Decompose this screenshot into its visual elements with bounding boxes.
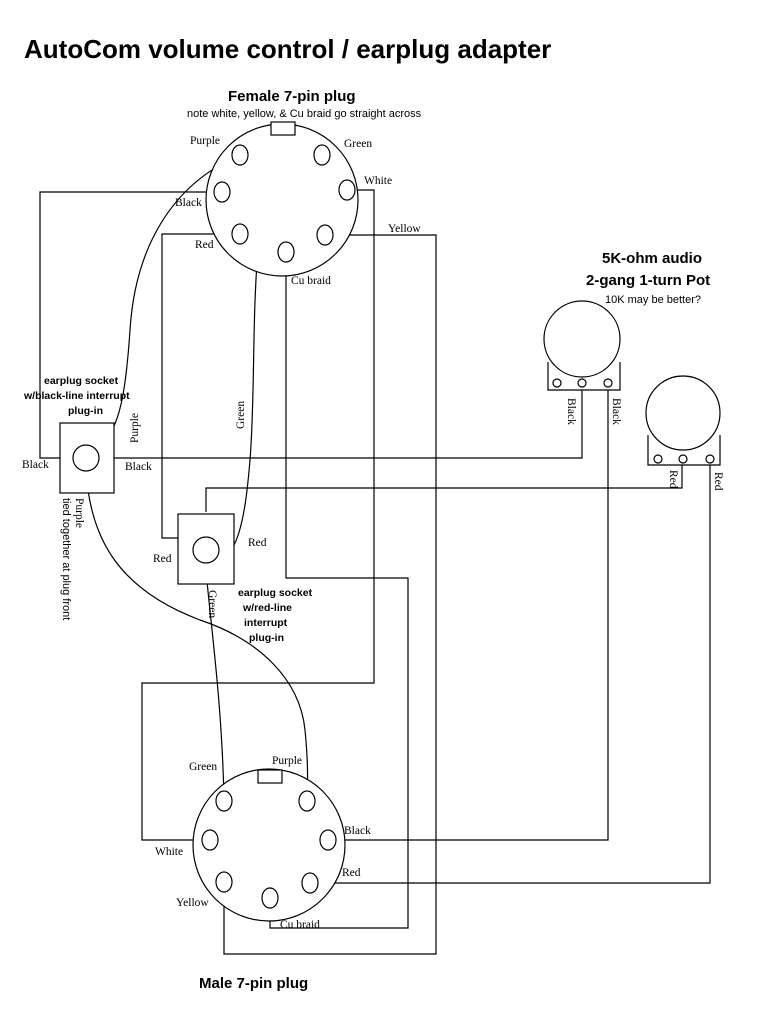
earplug-socket-red: Red Red Green Green earplug socket w/red… (153, 401, 313, 644)
diagram-title: AutoCom volume control / earplug adapter (24, 34, 551, 64)
socket-red-right-label: Red (248, 537, 267, 549)
female-pin-yellow (316, 224, 334, 246)
female-label-yellow: Yellow (388, 223, 421, 235)
female-pin-purple (231, 144, 249, 166)
male-pin-black (319, 829, 337, 851)
male-pin-yellow (215, 871, 233, 893)
volume-pot: 5K-ohm audio 2-gang 1-turn Pot 10K may b… (543, 250, 724, 491)
female-7pin-plug: Female 7-pin plug note white, yellow, & … (175, 88, 422, 287)
pot-gang-2-label-b: Red (712, 472, 724, 491)
socket-black-right-label: Black (125, 461, 152, 473)
male-plug-title: Male 7-pin plug (199, 975, 308, 992)
wire-white (141, 189, 375, 841)
socket-red-title-line3: interrupt (244, 617, 288, 629)
pot-gang-1: Black Black (543, 300, 622, 425)
male-pin-red (301, 872, 319, 894)
wire-socket-red-to-pot (205, 459, 683, 512)
male-label-red: Red (342, 867, 361, 879)
pot-gang-2-label-a: Red (667, 470, 679, 489)
pot-gang-1-lug-right (603, 378, 613, 388)
female-label-purple: Purple (190, 135, 220, 147)
socket-black-purple-top: Purple (129, 413, 141, 443)
socket-red-title-line2: w/red-line (242, 602, 292, 614)
wire-purple-upper (99, 154, 241, 446)
pot-gang-1-dial (543, 300, 621, 378)
female-label-red: Red (195, 239, 214, 251)
male-7pin-plug: Green Purple White Black Red Yellow Cu b… (155, 755, 371, 992)
female-pin-green (313, 144, 331, 166)
socket-black-purple-bottom: Purple (73, 498, 85, 528)
female-label-black: Black (175, 197, 202, 209)
wire-female-red (161, 233, 240, 539)
male-label-white: White (155, 846, 183, 858)
female-plug-note: note white, yellow, & Cu braid go straig… (187, 108, 422, 120)
male-label-yellow: Yellow (176, 897, 209, 909)
socket-red-jack (192, 536, 220, 564)
pot-gang-2-lug-middle (678, 454, 688, 464)
pot-gang-1-lug-middle (577, 378, 587, 388)
female-pin-black (213, 181, 231, 203)
pot-title-line2: 2-gang 1-turn Pot (586, 272, 710, 289)
wire-cu-braid (269, 252, 409, 929)
socket-red-green-top: Green (235, 401, 247, 429)
wire-female-black (39, 191, 210, 459)
female-pin-white (338, 179, 356, 201)
female-plug-key (270, 121, 296, 136)
pot-title-line1: 5K-ohm audio (602, 250, 702, 267)
female-pin-red (231, 223, 249, 245)
pot-gang-1-label-b: Black (610, 398, 622, 425)
socket-red-title-line1: earplug socket (238, 587, 313, 599)
wire-socket-black-to-pot (112, 386, 583, 459)
female-label-green: Green (344, 138, 372, 150)
wire-pot-black-to-male (336, 386, 609, 841)
pot-gang-1-lug-left (552, 378, 562, 388)
earplug-socket-black: earplug socket w/black-line interrupt pl… (22, 375, 152, 620)
female-label-white: White (364, 175, 392, 187)
male-pin-white (201, 829, 219, 851)
female-plug-title: Female 7-pin plug (228, 88, 356, 105)
wire-purple-lower (85, 469, 309, 798)
pot-gang-2-lug-right (705, 454, 715, 464)
socket-black-title-line2: w/black-line interrupt (23, 390, 130, 402)
wire-yellow (223, 234, 437, 955)
male-label-cu-braid: Cu braid (280, 919, 320, 931)
socket-black-tied-note: tied together at plug front (60, 498, 72, 620)
socket-black-jack (72, 444, 100, 472)
socket-black-title-line3: plug-in (68, 405, 103, 417)
socket-red-left-label: Red (153, 553, 172, 565)
male-pin-cu-braid (261, 887, 279, 909)
male-pin-green (215, 790, 233, 812)
female-pin-cu-braid (277, 241, 295, 263)
socket-black-title-line1: earplug socket (44, 375, 119, 387)
pot-gang-2: Red Red (645, 375, 724, 491)
male-label-black: Black (344, 825, 371, 837)
socket-red-title-line4: plug-in (249, 632, 284, 644)
male-label-green: Green (189, 761, 217, 773)
male-pin-purple (298, 790, 316, 812)
pot-note: 10K may be better? (605, 294, 701, 306)
female-label-cu-braid: Cu braid (291, 275, 331, 287)
socket-black-left-label: Black (22, 459, 49, 471)
pot-gang-1-label-a: Black (565, 398, 577, 425)
pot-gang-2-dial (645, 375, 721, 451)
male-plug-key (257, 769, 283, 784)
pot-gang-2-lug-left (653, 454, 663, 464)
socket-red-green-bottom: Green (206, 590, 218, 618)
wire-pot-red-to-male (312, 459, 711, 884)
male-label-purple: Purple (272, 755, 302, 767)
